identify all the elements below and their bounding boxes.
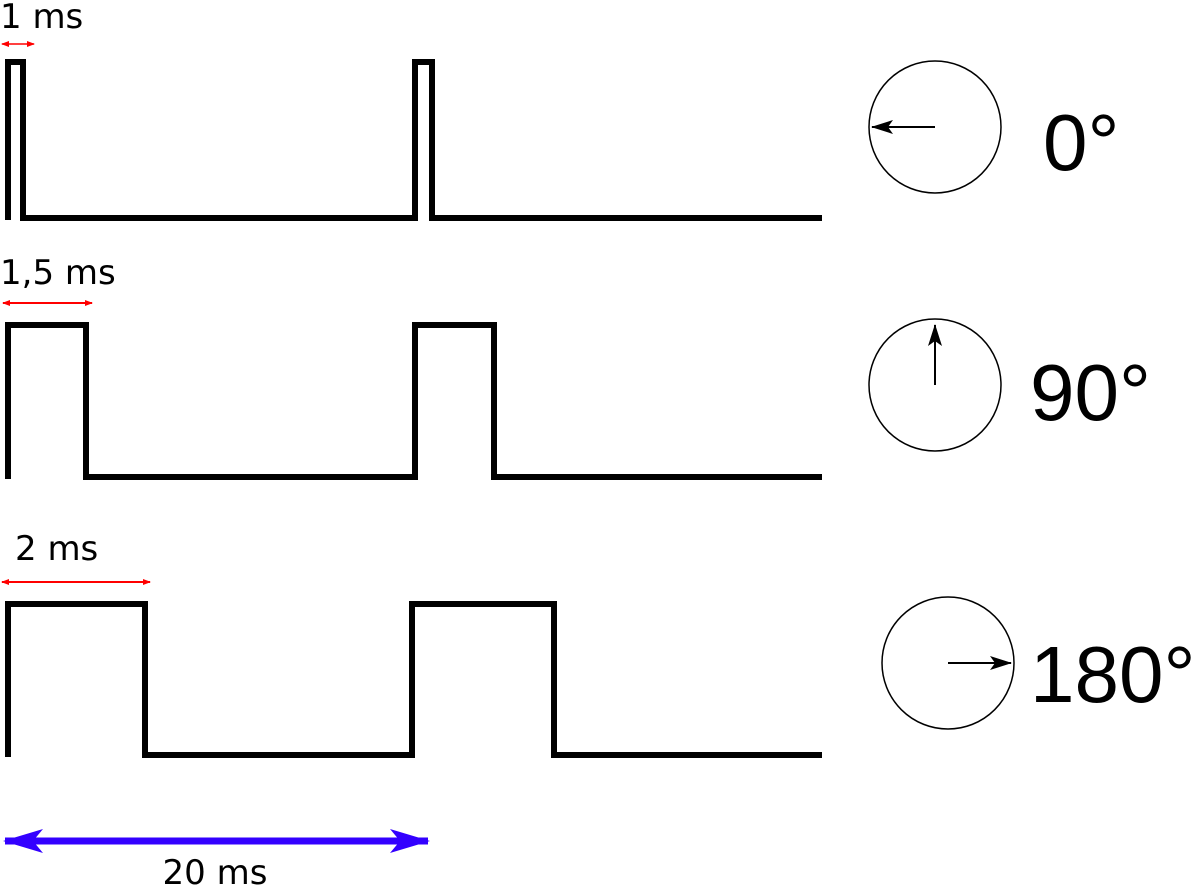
angle-label: 180° [1030, 630, 1195, 719]
pwm-waveform [5, 322, 822, 480]
row-0deg: 1 ms 0° [0, 0, 1119, 221]
period-indicator: 20 ms [3, 829, 430, 887]
pulse-width-label: 1,5 ms [0, 253, 116, 293]
pulse-width-label: 2 ms [15, 529, 98, 569]
period-label: 20 ms [163, 853, 268, 887]
pulse-width-label: 1 ms [0, 0, 83, 37]
pwm-waveform [5, 59, 822, 221]
pwm-waveform [5, 601, 822, 758]
row-90deg: 1,5 ms 90° [0, 253, 1151, 480]
angle-label: 0° [1043, 98, 1119, 187]
row-180deg: 2 ms 180° [1, 529, 1195, 758]
angle-label: 90° [1030, 348, 1151, 437]
